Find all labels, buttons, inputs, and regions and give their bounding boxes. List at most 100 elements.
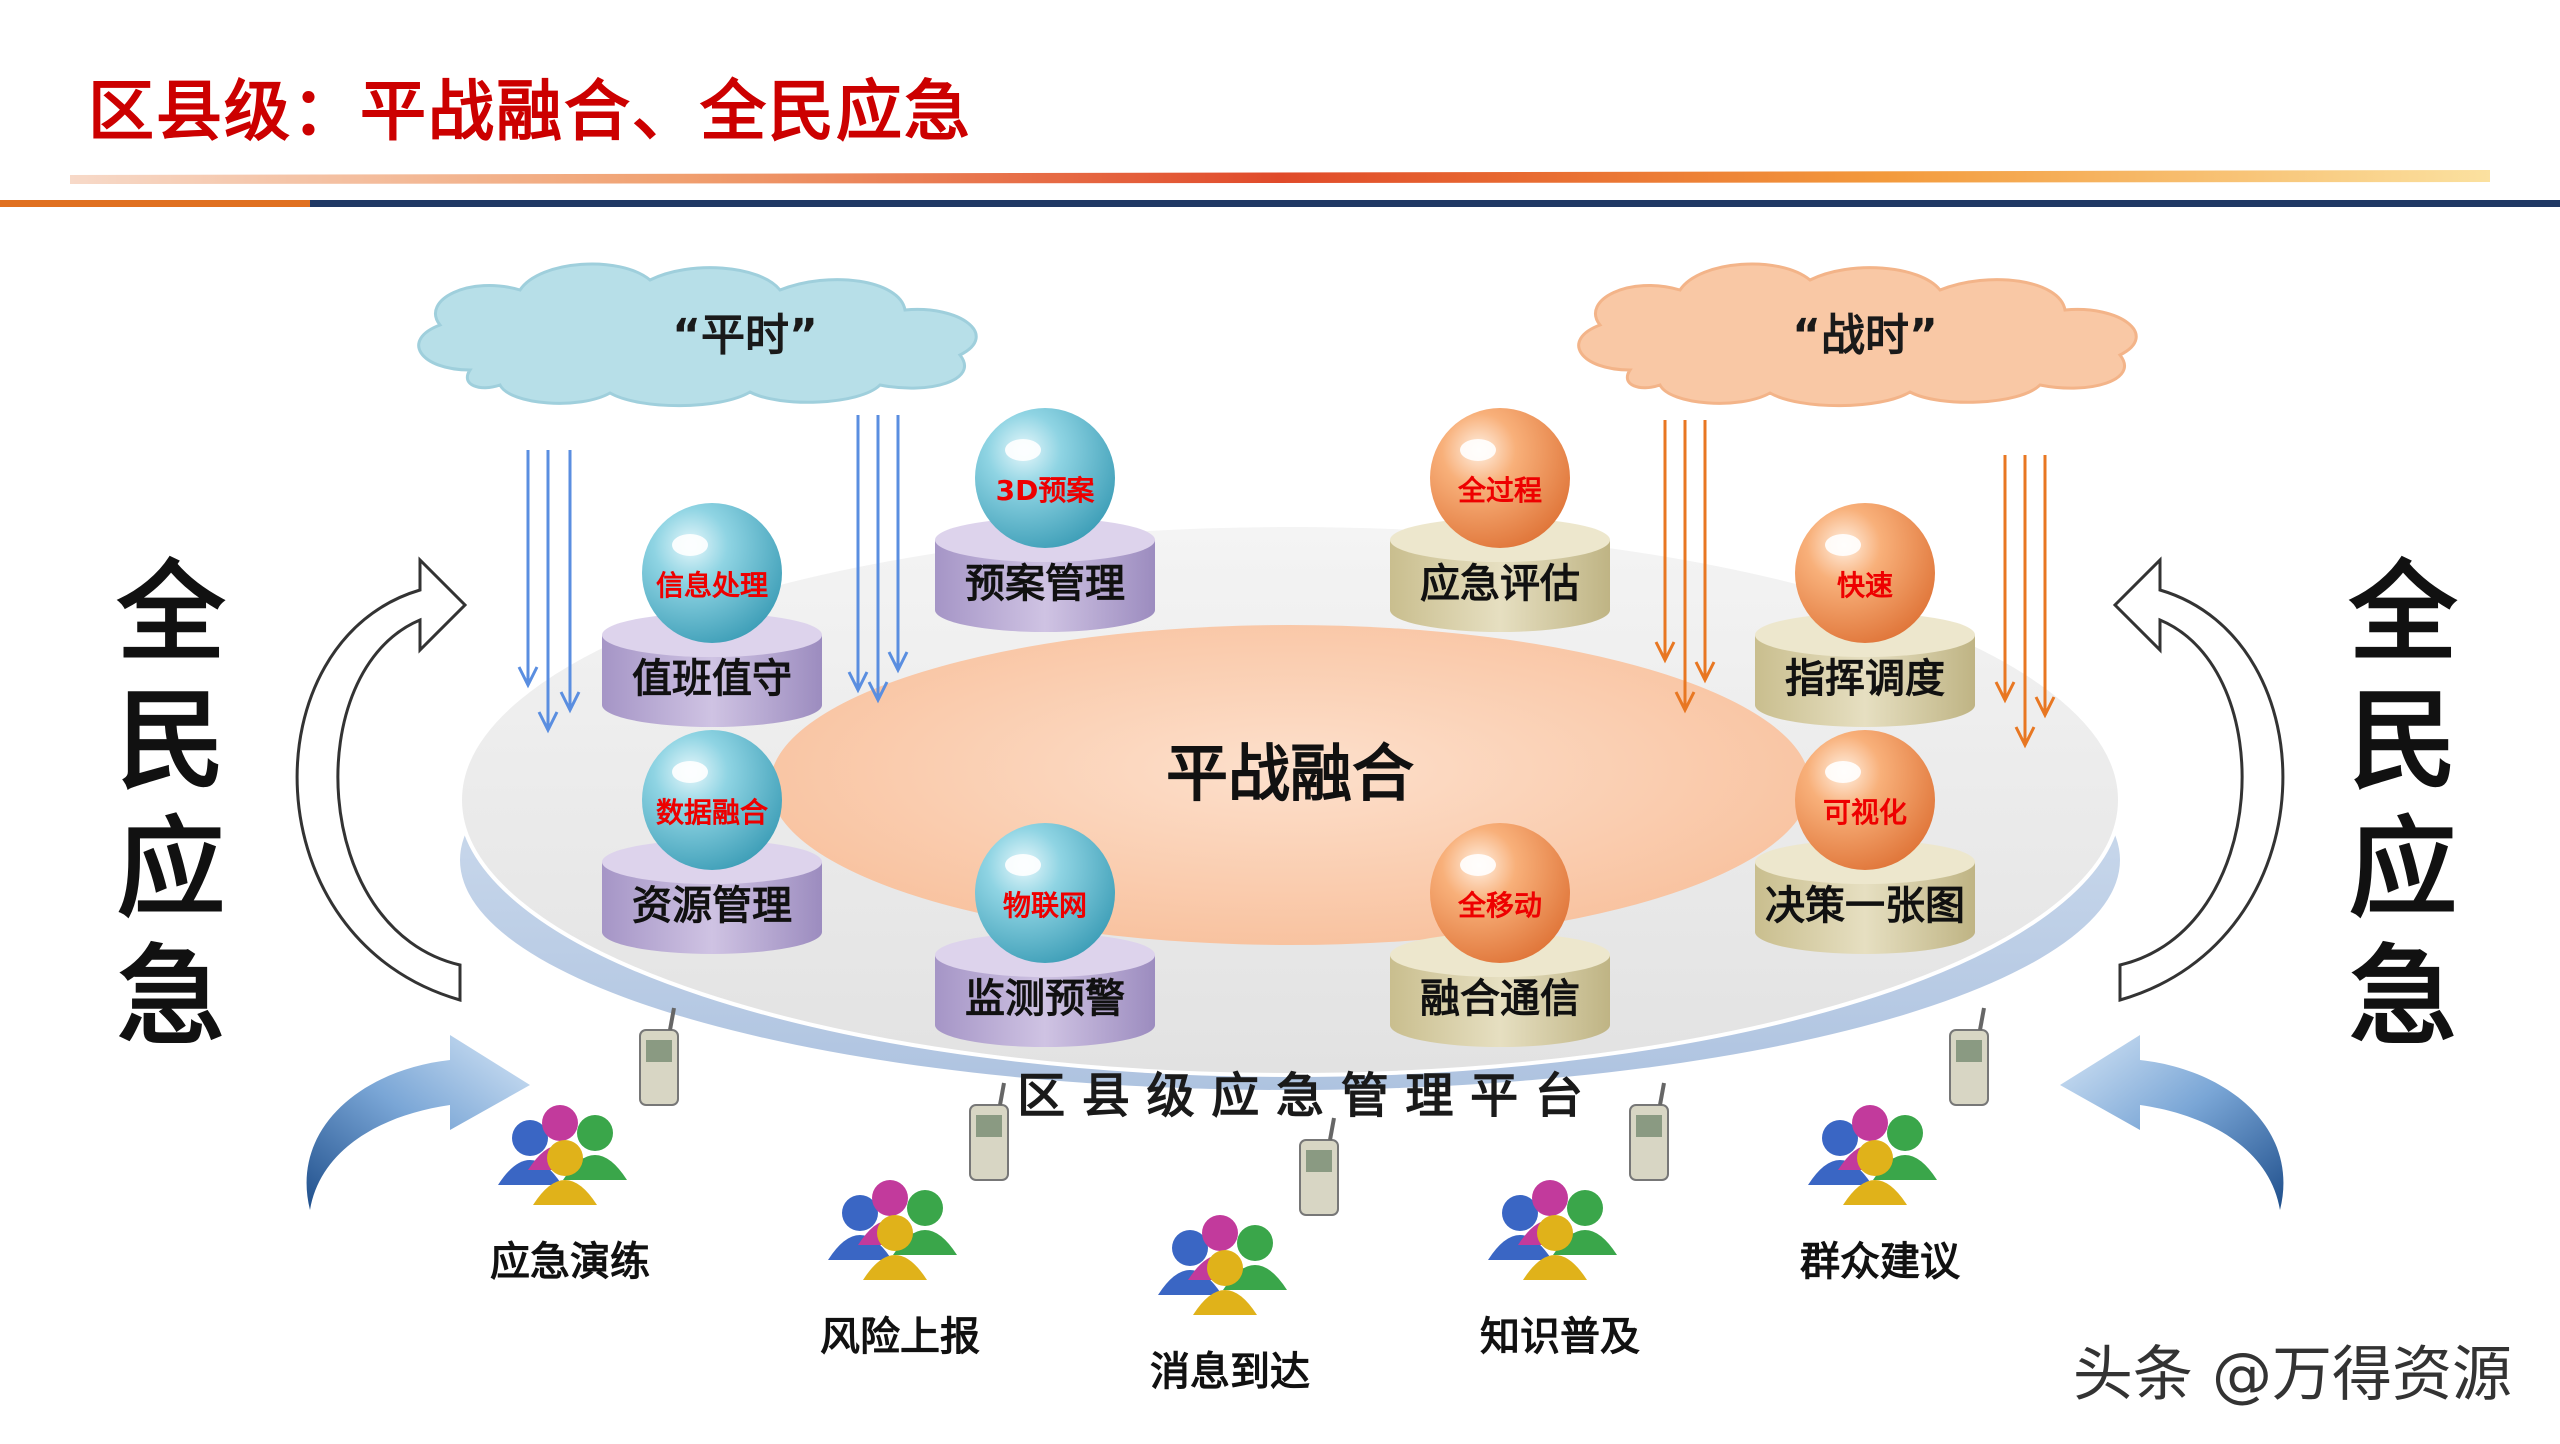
people-group-1: 应急演练: [490, 1007, 679, 1285]
module-cylinder: [1390, 540, 1610, 632]
left-curved-arrow: [295, 556, 468, 1002]
people-label: 应急演练: [490, 1239, 650, 1285]
person-head: [1207, 1250, 1243, 1286]
module-tag: 快速: [1837, 569, 1893, 602]
person-head: [512, 1120, 548, 1156]
flow-arrow: [1694, 420, 1716, 684]
center-label: 平战融合: [1166, 737, 1414, 810]
sphere-highlight: [1460, 854, 1496, 876]
module-name: 应急评估: [1420, 561, 1580, 607]
sphere-highlight: [1825, 534, 1861, 556]
people-label: 消息到达: [1150, 1349, 1310, 1395]
side-label-right: 全 民 应 急: [2338, 550, 2468, 1062]
mobile-phone-icon: [639, 1007, 679, 1106]
person-body: [533, 1180, 597, 1205]
flow-arrow: [1654, 420, 1676, 664]
module-name: 监测预警: [965, 976, 1125, 1022]
cloud-war-label: “战时”: [1792, 310, 1938, 361]
person-head: [1502, 1195, 1538, 1231]
person-head: [1202, 1215, 1238, 1251]
side-right-char: 民: [2348, 679, 2457, 804]
person-head: [1857, 1140, 1893, 1176]
module-tag: 全过程: [1457, 474, 1542, 507]
person-head: [1237, 1225, 1273, 1261]
flow-arrow: [517, 450, 539, 689]
person-body: [1193, 1290, 1257, 1315]
flow-arrow: [537, 450, 559, 734]
mobile-phone-icon: [969, 1082, 1009, 1181]
cloud-peace-label: “平时”: [672, 310, 818, 361]
module-tag: 物联网: [1003, 889, 1087, 922]
module-name: 预案管理: [965, 561, 1125, 607]
side-left-char: 全: [116, 551, 225, 676]
flow-arrow: [867, 415, 889, 704]
person-head: [1852, 1105, 1888, 1141]
module-name: 值班值守: [632, 656, 792, 702]
module-tag: 信息处理: [656, 569, 768, 602]
mobile-phone-icon: [1299, 1117, 1339, 1216]
watermark: 头条 @万得资源: [2072, 1340, 2512, 1410]
person-head: [1567, 1190, 1603, 1226]
person-head: [1887, 1115, 1923, 1151]
person-head: [1172, 1230, 1208, 1266]
sphere-highlight: [672, 534, 708, 556]
mobile-phone-icon: [1629, 1082, 1669, 1181]
module-cylinder: [1390, 955, 1610, 1047]
module-tag: 全移动: [1457, 889, 1542, 922]
person-head: [1532, 1180, 1568, 1216]
side-right-char: 急: [2348, 935, 2457, 1060]
platform-label: 区 县 级 应 急 管 理 平 台: [1017, 1068, 1583, 1124]
person-head: [547, 1140, 583, 1176]
cloud-peace: [417, 262, 978, 408]
flow-arrow: [847, 415, 869, 694]
people-label: 群众建议: [1800, 1239, 1961, 1285]
module-tag: 3D预案: [996, 474, 1096, 507]
person-head: [872, 1180, 908, 1216]
sphere-highlight: [1825, 761, 1861, 783]
module-name: 资源管理: [632, 883, 792, 929]
module-name: 决策一张图: [1765, 883, 1965, 929]
flow-arrow: [2014, 455, 2036, 749]
sphere-highlight: [672, 761, 708, 783]
header-band: [0, 170, 2560, 207]
mobile-phone-icon: [1949, 1007, 1989, 1106]
module-cylinder: [935, 955, 1155, 1047]
side-left-char: 急: [116, 935, 225, 1060]
sphere-highlight: [1005, 854, 1041, 876]
flow-arrow: [887, 415, 909, 674]
person-head: [1822, 1120, 1858, 1156]
people-group-3: 消息到达: [1150, 1117, 1339, 1395]
person-head: [542, 1105, 578, 1141]
people-group-4: 知识普及: [1480, 1082, 1669, 1360]
page-title: 区县级：平战融合、全民应急: [88, 73, 972, 150]
module-tag: 数据融合: [656, 796, 769, 829]
side-left-char: 民: [116, 679, 225, 804]
person-head: [842, 1195, 878, 1231]
module-cylinder: [602, 862, 822, 954]
flow-arrows: [517, 415, 2056, 749]
side-right-char: 全: [2348, 551, 2457, 676]
person-head: [577, 1115, 613, 1151]
side-left-char: 应: [116, 807, 225, 932]
module-cylinder: [935, 540, 1155, 632]
module-name: 指挥调度: [1785, 656, 1945, 702]
cloud-war: [1577, 262, 2138, 408]
person-body: [863, 1255, 927, 1280]
person-body: [1843, 1180, 1907, 1205]
sphere-highlight: [1460, 439, 1496, 461]
people-group-5: 群众建议: [1800, 1007, 1989, 1285]
module-cylinder: [1755, 635, 1975, 727]
person-body: [1523, 1255, 1587, 1280]
people-group-2: 风险上报: [820, 1082, 1009, 1360]
module-cylinder: [602, 635, 822, 727]
people-label: 风险上报: [820, 1314, 980, 1360]
